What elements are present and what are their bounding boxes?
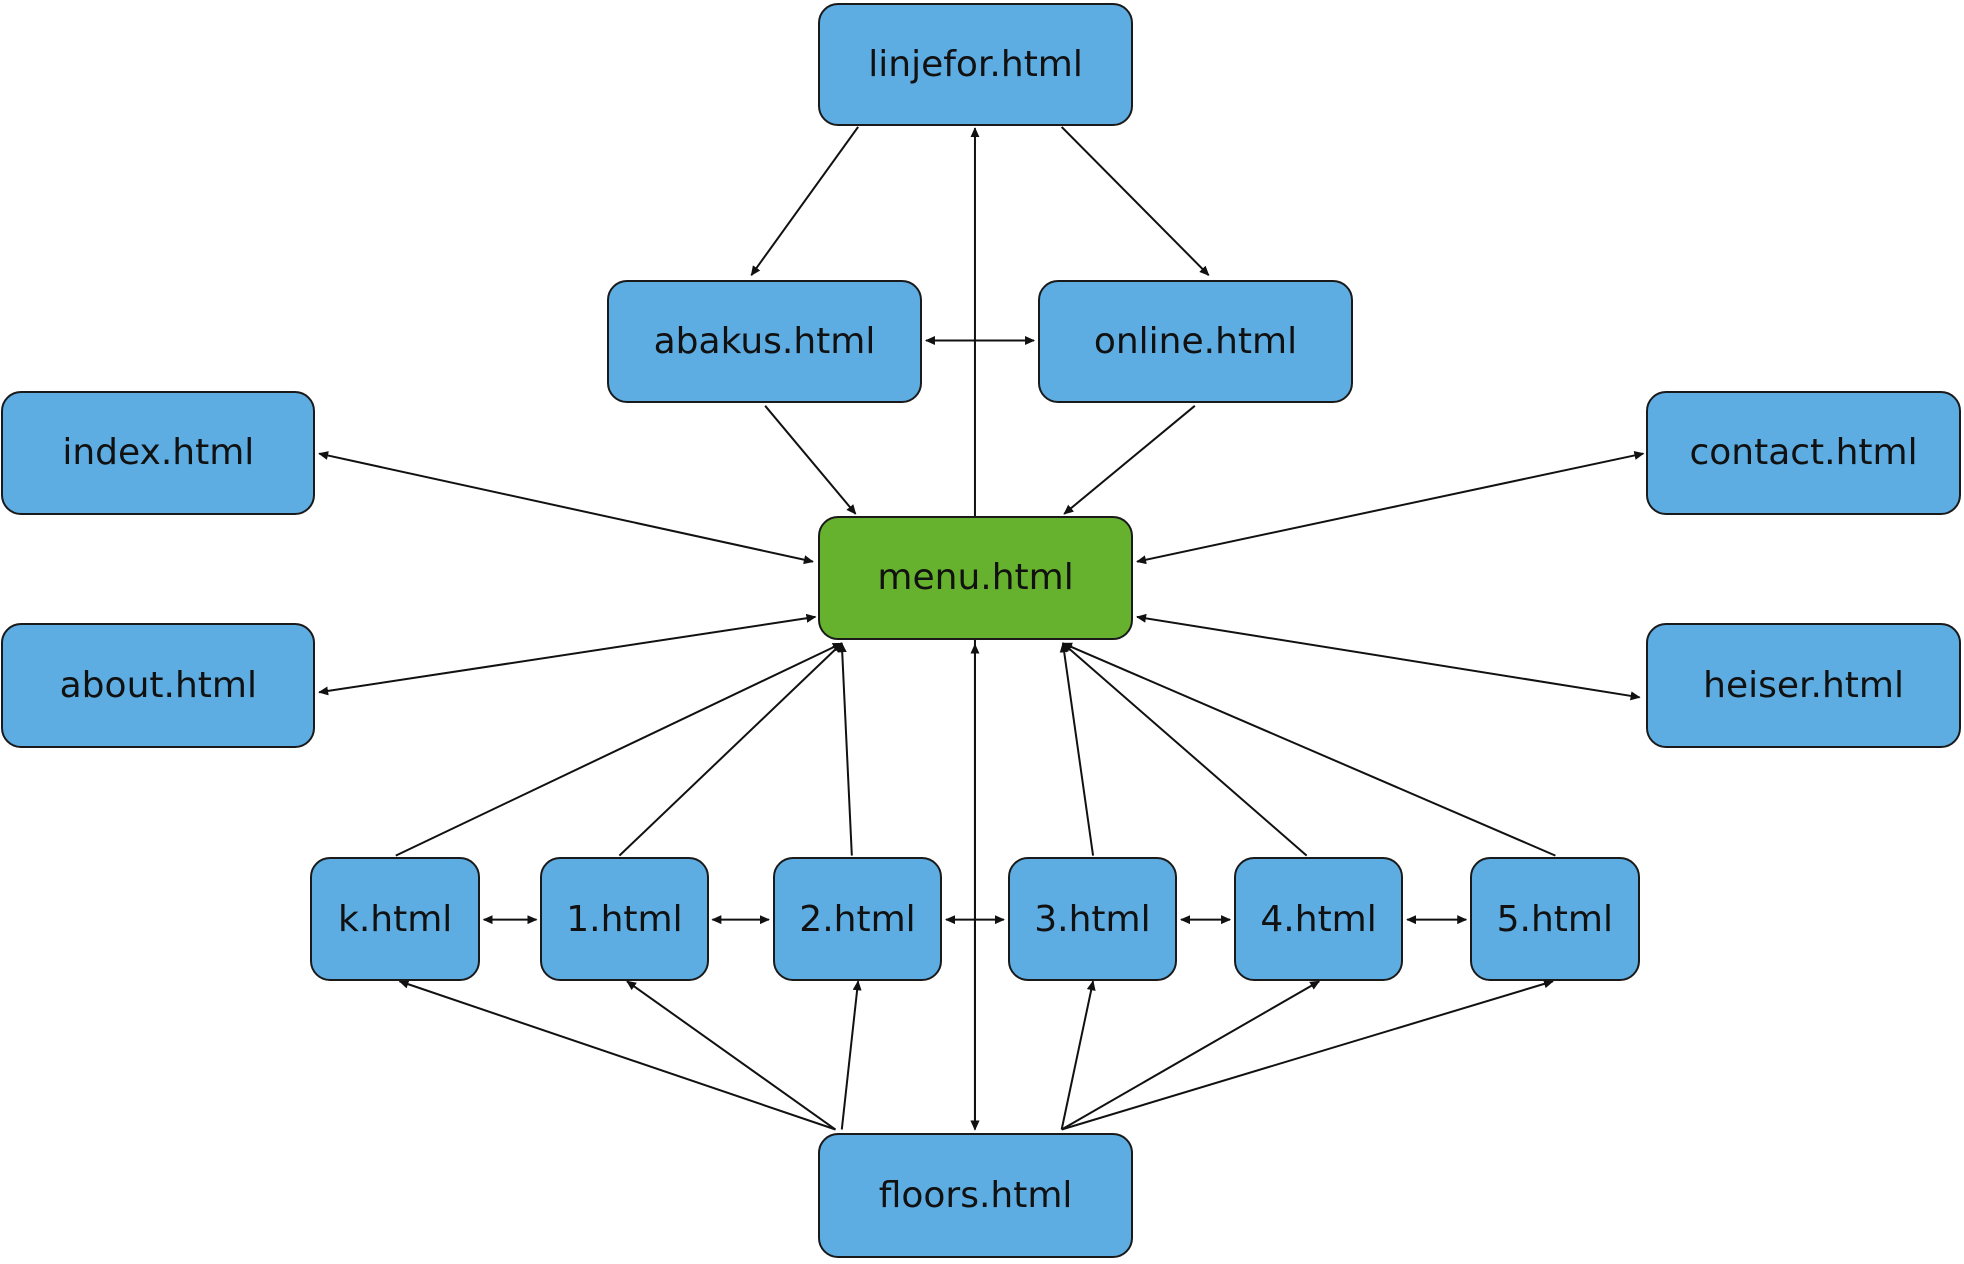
node-f4[interactable]: 4.html bbox=[1233, 856, 1404, 982]
edge-f2-menu bbox=[837, 642, 853, 856]
edge-linjefor-online bbox=[1060, 126, 1210, 276]
node-online[interactable]: online.html bbox=[1037, 280, 1354, 404]
node-linjefor[interactable]: linjefor.html bbox=[817, 2, 1134, 126]
node-about[interactable]: about.html bbox=[1, 623, 316, 748]
edge-contact-menu bbox=[1136, 451, 1645, 565]
edge-f1-menu bbox=[618, 642, 843, 857]
edge-about-menu bbox=[318, 613, 817, 696]
edge-floors-k bbox=[398, 979, 836, 1131]
node-f2[interactable]: 2.html bbox=[772, 856, 943, 982]
edge-abakus-menu bbox=[764, 405, 857, 515]
node-f1[interactable]: 1.html bbox=[540, 856, 709, 982]
edge-f4-menu bbox=[1062, 642, 1308, 857]
node-f3[interactable]: 3.html bbox=[1007, 856, 1178, 982]
node-floors[interactable]: floors.html bbox=[817, 1133, 1134, 1258]
edge-linjefor-abakus bbox=[750, 126, 859, 276]
node-index[interactable]: index.html bbox=[1, 390, 316, 516]
node-contact[interactable]: contact.html bbox=[1645, 390, 1962, 516]
edge-k-menu bbox=[395, 642, 843, 857]
edge-floors-f1 bbox=[626, 980, 837, 1131]
node-k[interactable]: k.html bbox=[310, 856, 480, 982]
edge-f3-menu bbox=[1059, 642, 1095, 856]
edge-heiser-menu bbox=[1136, 613, 1641, 701]
node-menu[interactable]: menu.html bbox=[817, 516, 1134, 640]
edge-floors-f2 bbox=[840, 980, 862, 1130]
node-f5[interactable]: 5.html bbox=[1469, 856, 1640, 982]
node-abakus[interactable]: abakus.html bbox=[606, 280, 923, 404]
edge-online-menu bbox=[1063, 405, 1196, 515]
node-heiser[interactable]: heiser.html bbox=[1645, 623, 1962, 748]
edge-floors-f5 bbox=[1061, 979, 1554, 1131]
edge-f5-menu bbox=[1061, 642, 1556, 857]
edge-index-menu bbox=[318, 451, 814, 565]
edge-floors-f3 bbox=[1060, 980, 1096, 1130]
edge-floors-f4 bbox=[1061, 980, 1321, 1131]
